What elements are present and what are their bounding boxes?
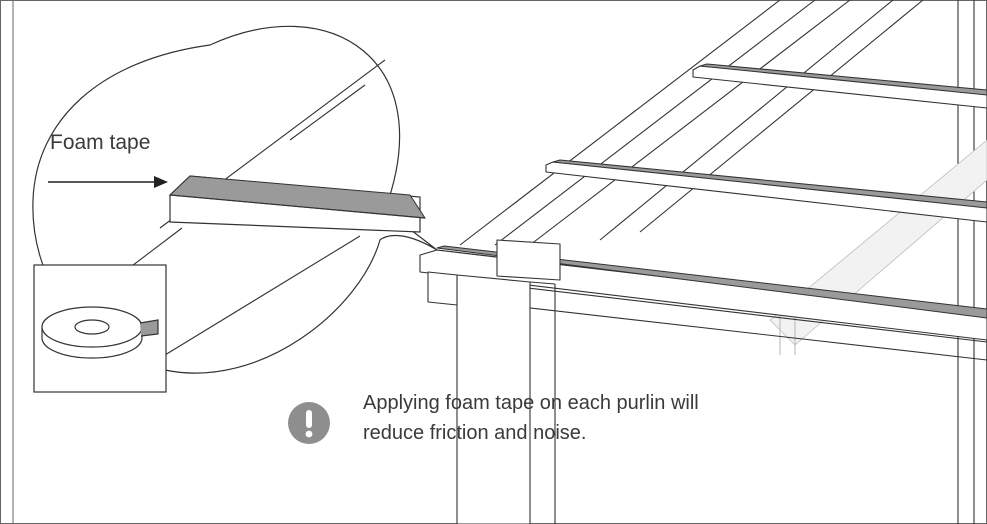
tape-roll-icon	[41, 306, 159, 359]
note-text: Applying foam tape on each purlin will r…	[363, 388, 863, 448]
note-line-1: Applying foam tape on each purlin will	[363, 392, 699, 414]
note-line-2: reduce friction and noise.	[363, 422, 587, 444]
pergola-structure	[419, 0, 987, 524]
foam-tape-label: Foam tape	[50, 131, 151, 154]
tape-roll-inset	[33, 264, 167, 393]
exclamation-icon	[288, 402, 330, 444]
arrow-head	[154, 176, 168, 188]
